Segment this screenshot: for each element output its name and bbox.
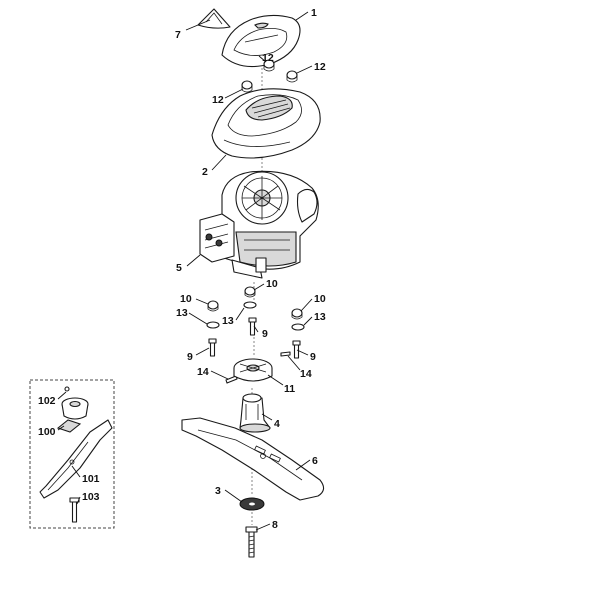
part-1-top-cover xyxy=(221,14,301,68)
part-3-washer xyxy=(239,497,265,511)
part-13-washer-c xyxy=(291,323,305,331)
label-103: 103 xyxy=(82,491,100,503)
label-9-b: 9 xyxy=(262,328,268,340)
label-10-a: 10 xyxy=(266,278,278,290)
part-12-nut-a xyxy=(263,59,275,72)
part-9-bolt-c xyxy=(292,340,301,359)
part-12-nut-b xyxy=(286,70,298,83)
label-10-c: 10 xyxy=(314,293,326,305)
label-7: 7 xyxy=(175,29,181,41)
label-14-a: 14 xyxy=(197,366,209,378)
label-9-a: 9 xyxy=(187,351,193,363)
leader-lines xyxy=(57,11,313,531)
label-9-c: 9 xyxy=(310,351,316,363)
part-2-engine-shroud xyxy=(211,88,321,159)
label-13-b: 13 xyxy=(222,315,234,327)
part-102-key xyxy=(64,386,70,392)
label-3: 3 xyxy=(215,485,221,497)
label-100: 100 xyxy=(38,426,56,438)
label-12-c: 12 xyxy=(212,94,224,106)
label-12-b: 12 xyxy=(314,61,326,73)
label-102: 102 xyxy=(38,395,56,407)
part-13-washer-a xyxy=(206,321,220,329)
label-1: 1 xyxy=(311,7,317,19)
label-2: 2 xyxy=(202,166,208,178)
label-13-a: 13 xyxy=(176,307,188,319)
part-9-bolt-a xyxy=(208,338,217,357)
part-10-nut-b xyxy=(244,286,256,298)
part-7-cap xyxy=(197,8,231,29)
label-13-c: 13 xyxy=(314,311,326,323)
part-12-nut-c xyxy=(241,80,253,93)
label-10-b: 10 xyxy=(180,293,192,305)
part-13-washer-b xyxy=(243,301,257,309)
part-5-engine xyxy=(199,170,319,279)
label-14-b: 14 xyxy=(300,368,312,380)
part-number-labels: 1 7 12 12 12 2 5 10 10 10 13 13 13 9 9 9… xyxy=(38,7,326,531)
part-10-nut-c xyxy=(291,308,303,320)
part-101-blade xyxy=(39,419,113,499)
label-8: 8 xyxy=(272,519,278,531)
label-5: 5 xyxy=(176,262,182,274)
part-11-fan-adapter xyxy=(233,358,273,382)
part-14-screw-a xyxy=(225,375,238,384)
part-6-blade xyxy=(181,417,325,501)
part-8-blade-bolt xyxy=(245,526,258,558)
part-10-nut-a xyxy=(207,300,219,312)
part-14-screw-b xyxy=(280,351,291,357)
alternative-kit-box xyxy=(29,379,115,529)
part-4-blade-mount xyxy=(239,393,271,433)
label-11: 11 xyxy=(284,383,295,395)
part-9-bolt-b xyxy=(248,317,257,336)
label-12-a: 12 xyxy=(262,52,274,64)
label-4: 4 xyxy=(274,418,280,430)
label-6: 6 xyxy=(312,455,318,467)
part-100-adapter xyxy=(56,397,89,433)
label-101: 101 xyxy=(82,473,100,485)
